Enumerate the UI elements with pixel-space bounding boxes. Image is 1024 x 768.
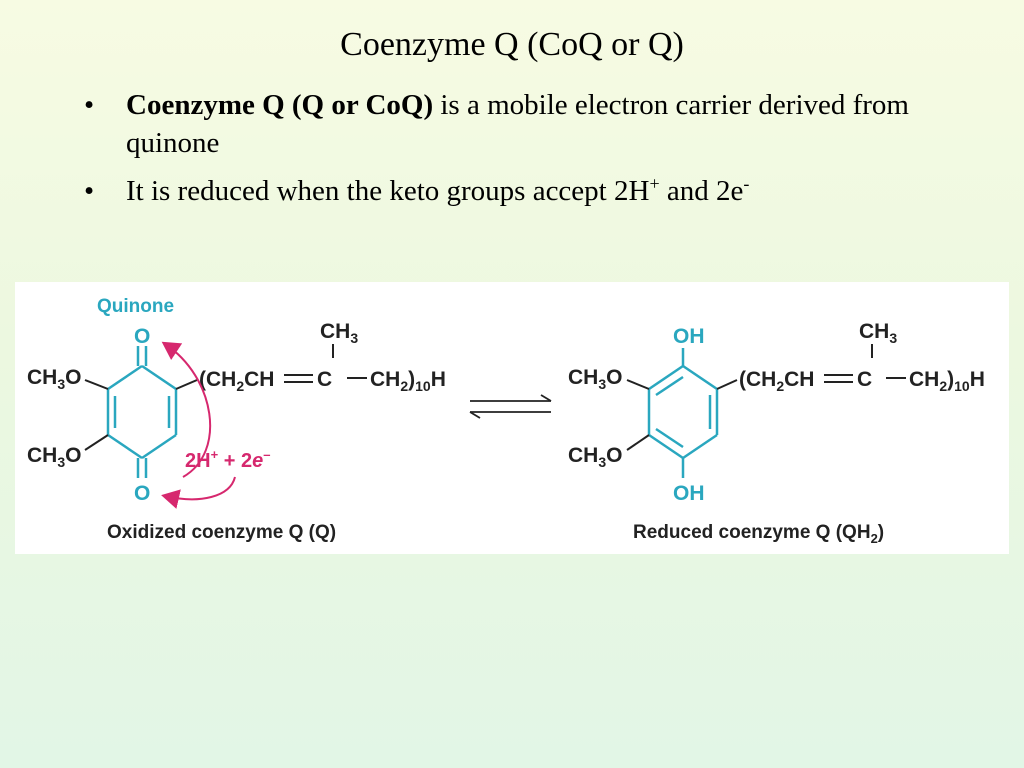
chain-end: CH2)10H	[370, 368, 446, 394]
chain-double-bond	[284, 344, 367, 383]
methoxy-group-2: CH3O	[27, 444, 81, 470]
methyl-branch: CH3	[320, 320, 358, 346]
isoprene-chain: (CH2CH	[199, 368, 274, 394]
keto-oxygen-top: O	[134, 325, 150, 348]
methoxy-group-1: CH3O	[568, 366, 622, 392]
bullet-dot: •	[84, 175, 95, 207]
bullet-dot: •	[84, 89, 95, 121]
reduced-caption: Reduced coenzyme Q (QH2)	[633, 522, 884, 546]
methoxy-group-2: CH3O	[568, 444, 622, 470]
quinone-label: Quinone	[97, 296, 174, 317]
proton-arrow-bottom	[161, 476, 236, 509]
equilibrium-arrows	[469, 394, 552, 419]
quinol-substituent-bonds	[626, 379, 738, 451]
chain-carbon: C	[857, 368, 872, 391]
quinone-substituent-bonds	[84, 379, 198, 451]
bullet-text: and 2e	[659, 175, 744, 207]
methyl-branch: CH3	[859, 320, 897, 346]
superscript-plus: +	[649, 173, 660, 194]
bullet-list: • Coenzyme Q (Q or CoQ) is a mobile elec…	[84, 86, 964, 220]
bullet-text: It is reduced when the keto groups accep…	[126, 175, 650, 207]
bullet-bold-term: Coenzyme Q (Q or CoQ)	[126, 89, 434, 121]
quinol-ring	[647, 348, 719, 478]
quinone-ring	[106, 346, 178, 478]
oxidized-caption: Oxidized coenzyme Q (Q)	[107, 522, 336, 543]
superscript-minus: -	[743, 173, 750, 194]
methoxy-group-1: CH3O	[27, 366, 81, 392]
chain-double-bond	[824, 344, 906, 383]
coenzyme-q-reaction-figure: Quinone O O CH3O CH3O (	[15, 282, 1009, 554]
chain-carbon: C	[317, 368, 332, 391]
slide-title: Coenzyme Q (CoQ or Q)	[340, 26, 684, 63]
bullet-item: • It is reduced when the keto groups acc…	[84, 172, 964, 210]
keto-oxygen-bottom: O	[134, 482, 150, 505]
reaction-diagram: Quinone O O CH3O CH3O (	[27, 296, 985, 546]
hydroxyl-top: OH	[673, 325, 705, 348]
hydroxyl-bottom: OH	[673, 482, 705, 505]
isoprene-chain: (CH2CH	[739, 368, 814, 394]
bullet-text: is a mobile electron carrier derived fro…	[126, 89, 909, 159]
chain-end: CH2)10H	[909, 368, 985, 394]
bullet-item: • Coenzyme Q (Q or CoQ) is a mobile elec…	[84, 86, 964, 162]
proton-arrow-top	[161, 341, 212, 478]
electron-protons-label: 2H+ + 2e–	[185, 447, 270, 472]
